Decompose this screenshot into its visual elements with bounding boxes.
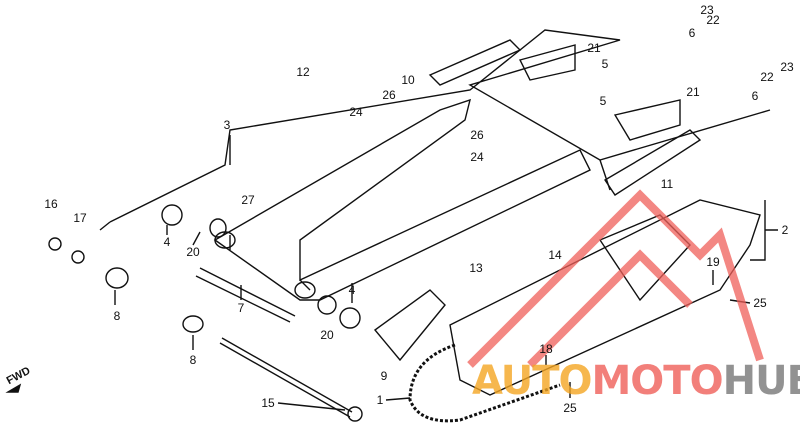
callout-23a: 23 [700, 3, 714, 17]
callout-17: 17 [73, 211, 87, 225]
callout-6b: 6 [751, 89, 759, 103]
watermark-triangle [467, 189, 764, 368]
callout-21a: 21 [587, 41, 601, 55]
chain-case [449, 199, 761, 396]
callout-21b: 21 [686, 85, 700, 99]
callout-27: 27 [241, 193, 255, 207]
callout-6a: 6 [688, 26, 696, 40]
callout-20b: 20 [320, 328, 334, 342]
watermark-hub: HUB [722, 358, 800, 404]
callout-22a: 22 [706, 13, 720, 27]
callout-25a: 25 [753, 296, 767, 310]
callout-18: 18 [539, 342, 553, 356]
callout-3: 3 [223, 118, 231, 132]
callout-16: 16 [44, 197, 58, 211]
callout-11: 11 [660, 177, 674, 191]
callout-23b: 23 [780, 60, 794, 74]
callout-15: 15 [261, 396, 275, 410]
callout-20a: 20 [186, 245, 200, 259]
boundary-line [109, 29, 771, 223]
callout-22b: 22 [760, 70, 774, 84]
callout-10: 10 [401, 73, 415, 87]
callout-1: 1 [376, 393, 384, 407]
watermark-moto: MOTO [591, 358, 724, 404]
watermark-auto: AUTO [472, 358, 592, 404]
callout-8b: 8 [189, 353, 197, 367]
watermark-logo: AUTOMOTOHUB [472, 358, 800, 404]
callout-19: 19 [706, 255, 720, 269]
callout-4a: 4 [163, 235, 171, 249]
callout-5b: 5 [599, 94, 607, 108]
drive-chain [408, 343, 561, 423]
callout-13: 13 [469, 261, 483, 275]
callout-2: 2 [781, 223, 789, 237]
callout-12: 12 [296, 65, 310, 79]
callout-24a: 24 [349, 105, 363, 119]
callout-5a: 5 [601, 57, 609, 71]
callout-9: 9 [380, 369, 388, 383]
callout-7: 7 [237, 301, 245, 315]
callout-8a: 8 [113, 309, 121, 323]
callout-26a: 26 [382, 88, 396, 102]
callout-4b: 4 [348, 283, 356, 297]
callout-26b: 26 [470, 128, 484, 142]
callout-25b: 25 [563, 401, 577, 415]
swingarm [213, 98, 591, 301]
callout-14: 14 [548, 248, 562, 262]
callout-24b: 24 [470, 150, 484, 164]
